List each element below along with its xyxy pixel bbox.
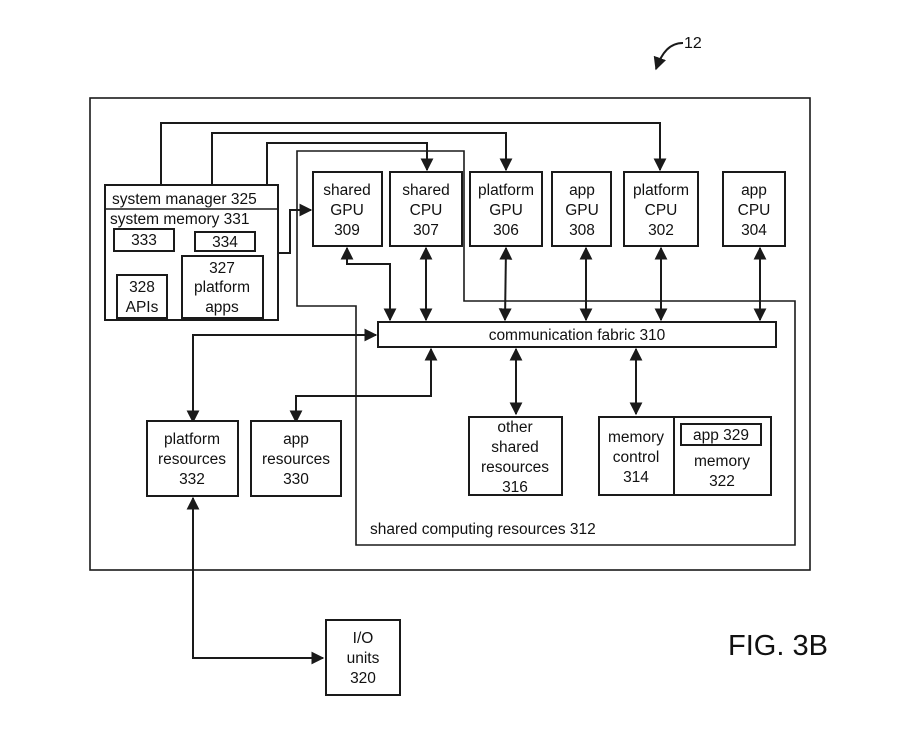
link-fabric-app-resources	[289, 347, 438, 424]
platform-apps-line1: platform	[194, 279, 250, 296]
node-line: memory	[608, 429, 664, 446]
node-line: resources	[262, 451, 330, 468]
node-line: 304	[741, 222, 767, 239]
node-line: other	[497, 419, 532, 436]
link-platform-resources-io	[186, 496, 325, 665]
shared-gpu-309: shared GPU 309	[312, 171, 383, 247]
memory-322: app 329 memory 322	[680, 423, 762, 490]
io-units-320: I/O units 320	[325, 619, 401, 696]
node-line: 322	[709, 473, 735, 490]
reference-numeral-12: 12	[653, 35, 702, 71]
app-329-label: app 329	[693, 427, 749, 444]
node-line: shared	[491, 439, 538, 456]
node-line: CPU	[410, 202, 443, 219]
apis-328	[116, 274, 168, 319]
link-shared-gpu-fabric	[340, 246, 397, 322]
node-line: app	[741, 182, 767, 199]
node-line: units	[347, 650, 380, 667]
box-333	[113, 228, 175, 252]
node-line: 307	[413, 222, 439, 239]
app-gpu-308: app GPU 308	[551, 171, 612, 247]
node-line: GPU	[565, 202, 599, 219]
node-line: shared	[402, 182, 449, 199]
node-line: shared	[323, 182, 370, 199]
shared-cpu-307: shared CPU 307	[389, 171, 463, 247]
platform-apps-number: 327	[209, 260, 235, 277]
other-shared-resources-316: other shared resources 316	[468, 416, 563, 496]
communication-fabric-310: communication fabric 310	[377, 321, 777, 348]
platform-apps-327	[181, 255, 264, 319]
node-line: 332	[179, 471, 205, 488]
node-line: 302	[648, 222, 674, 239]
node-line: 309	[334, 222, 360, 239]
node-line: resources	[481, 459, 549, 476]
node-line: 316	[502, 479, 528, 496]
node-line: platform	[633, 182, 689, 199]
box-334	[194, 231, 256, 252]
node-line: platform	[164, 431, 220, 448]
shared-computing-resources-boundary	[296, 150, 796, 546]
node-line: 306	[493, 222, 519, 239]
node-line: GPU	[489, 202, 523, 219]
node-line: control	[613, 449, 660, 466]
app-resources-330: app resources 330	[250, 420, 342, 497]
apis-328-text: APIs	[126, 299, 159, 316]
node-line: 320	[350, 670, 376, 687]
node-line: GPU	[330, 202, 364, 219]
system-manager-label: system manager 325	[112, 191, 257, 208]
wire-manager-to-platform-gpu	[211, 132, 513, 185]
node-line: platform	[478, 182, 534, 199]
platform-resources-332: platform resources 332	[146, 420, 239, 497]
shared-computing-resources-label: shared computing resources 312	[370, 521, 596, 538]
node-line: memory	[694, 453, 750, 470]
figure-label: FIG. 3B	[728, 630, 828, 662]
box-333-label: 333	[131, 232, 157, 249]
node-line: I/O	[353, 630, 374, 647]
reference-arrow-icon	[653, 42, 684, 71]
platform-gpu-306: platform GPU 306	[469, 171, 543, 247]
node-line: resources	[158, 451, 226, 468]
node-line: 308	[569, 222, 595, 239]
wire-manager-to-platform-cpu	[160, 122, 667, 185]
node-line: app	[283, 431, 309, 448]
box-334-label: 334	[212, 234, 238, 251]
wire-memory-to-shared-gpu	[278, 203, 313, 254]
fabric-label: communication fabric 310	[489, 327, 666, 344]
node-line: 330	[283, 471, 309, 488]
platform-cpu-302: platform CPU 302	[623, 171, 699, 247]
node-line: CPU	[645, 202, 678, 219]
node-line: 314	[623, 469, 649, 486]
link-fabric-platform-resources	[186, 328, 378, 424]
system-memory-label: system memory 331	[110, 211, 250, 228]
system-manager-325: system manager 325 system memory 331 333…	[104, 184, 279, 321]
app-cpu-304: app CPU 304	[722, 171, 786, 247]
app-329	[680, 423, 762, 446]
platform-apps-line2: apps	[205, 299, 239, 316]
link-platform-gpu-fabric	[498, 246, 513, 322]
wire-manager-to-shared-cpu	[266, 142, 434, 185]
node-line: app	[569, 182, 595, 199]
reference-label: 12	[684, 35, 702, 52]
node-line: CPU	[738, 202, 771, 219]
system-boundary	[89, 97, 811, 571]
apis-328-number: 328	[129, 279, 155, 296]
